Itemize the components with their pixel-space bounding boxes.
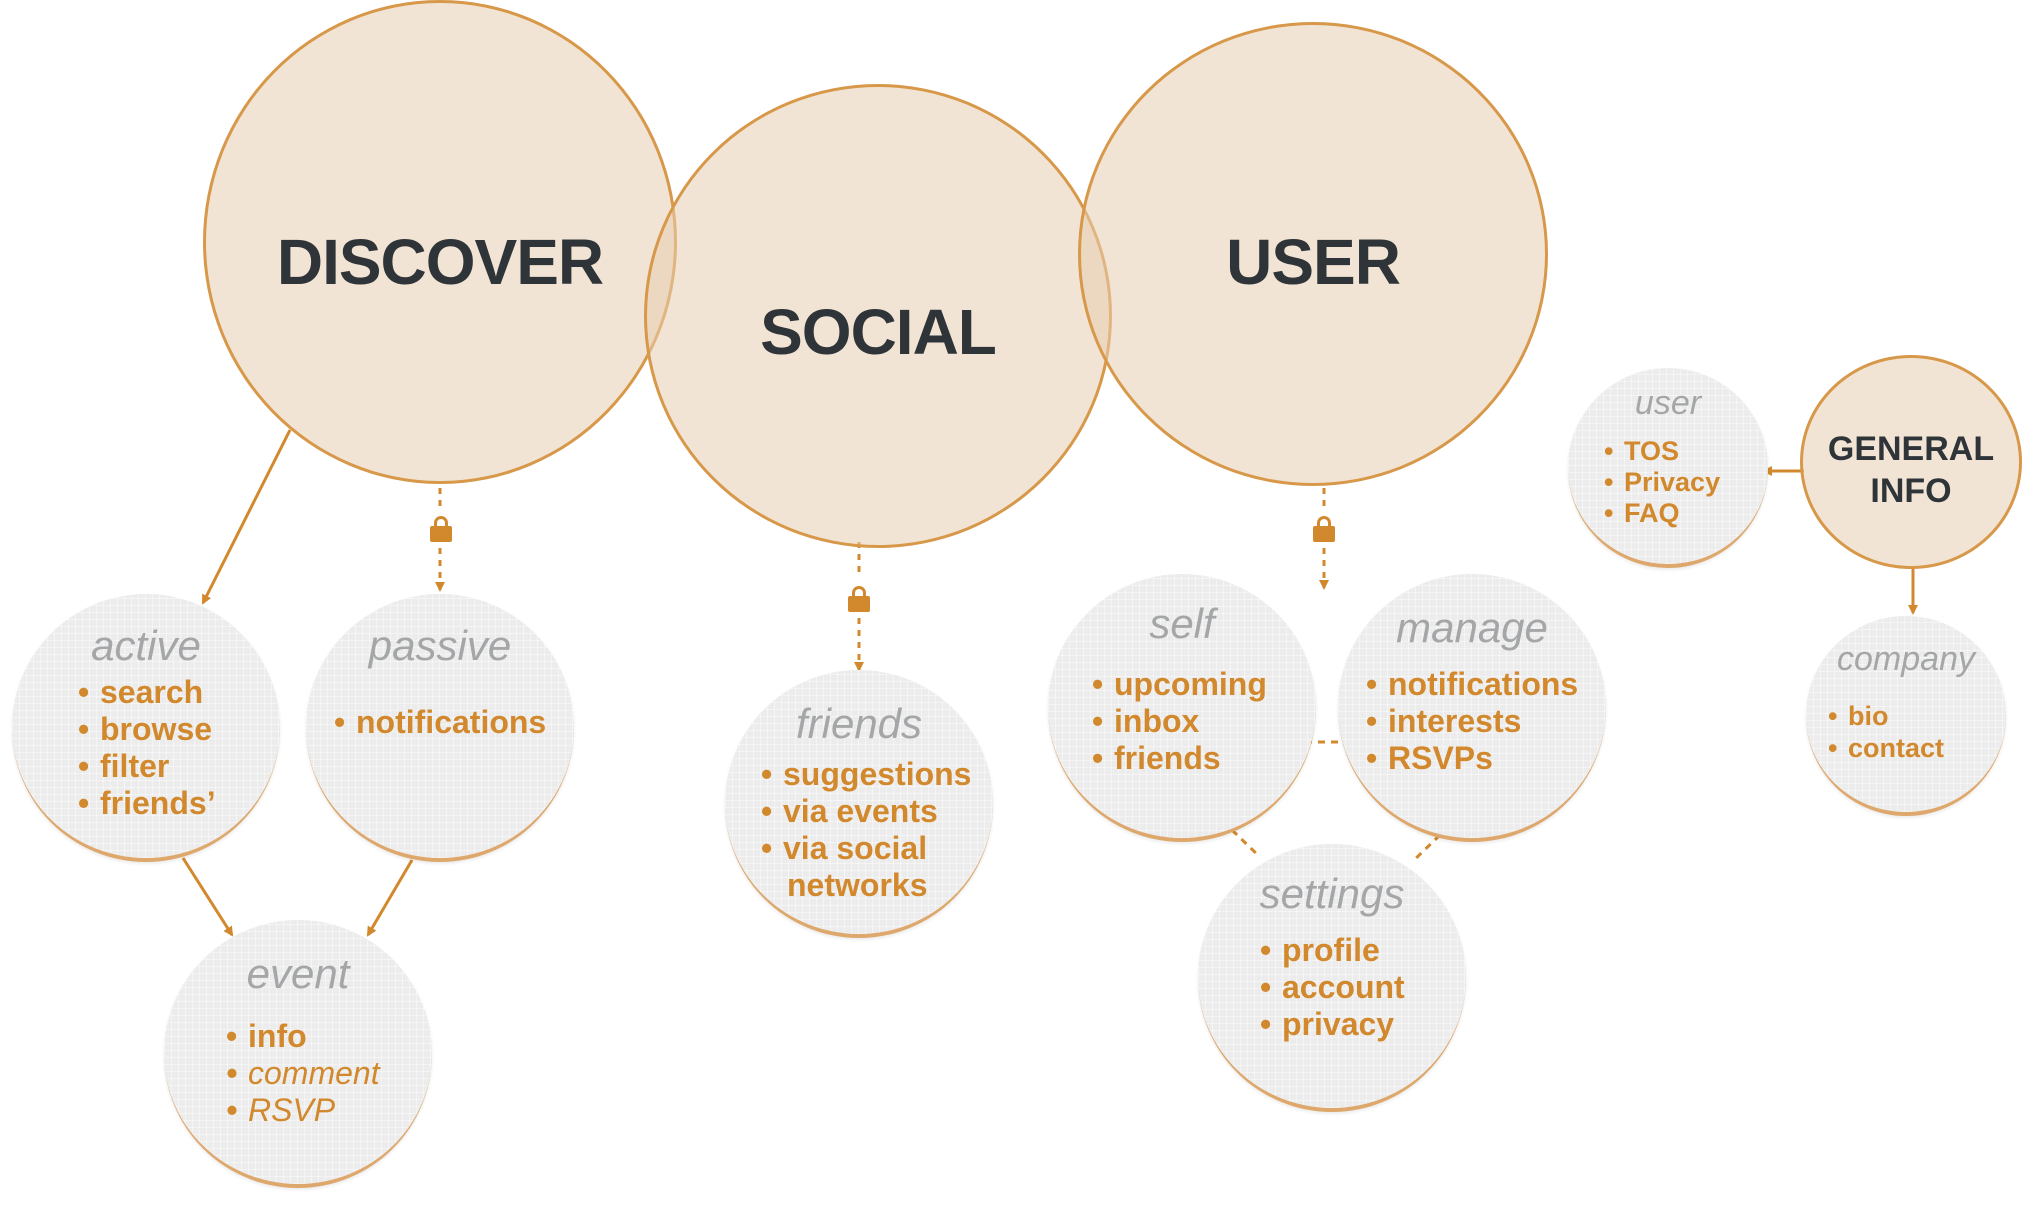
bullet-icon: • — [334, 704, 346, 740]
bullet-icon: • — [1604, 436, 1614, 466]
list-item[interactable]: •Privacy — [1604, 467, 1721, 497]
node-settings[interactable]: settings •profile •account •privacy — [1198, 844, 1466, 1112]
bullet-icon: • — [1092, 703, 1104, 739]
bullet-icon: • — [226, 1055, 238, 1091]
hub-user[interactable]: USER — [1078, 22, 1548, 486]
hub-title: SOCIAL — [760, 296, 997, 368]
bullet-icon: • — [1366, 666, 1378, 702]
list-item[interactable]: •RSVP — [226, 1092, 336, 1128]
hub-discover[interactable]: DISCOVER — [203, 0, 677, 484]
node-passive[interactable]: passive •notifications — [306, 594, 574, 862]
list-item[interactable]: •notifications — [1366, 666, 1579, 702]
node-friends[interactable]: friends •suggestions •via events •via so… — [725, 670, 993, 938]
node-title: settings — [1259, 870, 1405, 917]
list-item[interactable]: •filter — [78, 748, 170, 784]
bullet-icon: • — [1604, 467, 1614, 497]
list-item[interactable]: •privacy — [1260, 1006, 1395, 1042]
lock-icon — [1313, 516, 1335, 542]
node-user-info[interactable]: user •TOS •Privacy •FAQ — [1568, 368, 1768, 568]
bullet-icon: • — [226, 1092, 238, 1128]
node-self[interactable]: self •upcoming •inbox •friends — [1048, 574, 1316, 842]
list-item[interactable]: •TOS — [1604, 436, 1680, 466]
bullet-icon: • — [78, 674, 90, 710]
node-item-list: •suggestions •via events •via social net… — [761, 756, 972, 904]
bullet-icon: • — [78, 785, 90, 821]
node-title: active — [91, 622, 201, 669]
list-item: networks — [787, 867, 928, 903]
node-item-list: •upcoming •inbox •friends — [1092, 666, 1267, 777]
bullet-icon: • — [1366, 740, 1378, 776]
node-item-list: •search •browse •filter •friends’ — [78, 674, 216, 822]
hub-title-line-2: INFO — [1870, 472, 1952, 510]
arrow-passive-event — [366, 859, 414, 937]
list-item[interactable]: •via social — [761, 830, 928, 866]
node-title: manage — [1396, 604, 1548, 651]
list-item[interactable]: •suggestions — [761, 756, 972, 792]
list-item[interactable]: •friends — [1092, 740, 1221, 776]
list-item[interactable]: •via events — [761, 793, 938, 829]
list-item[interactable]: •contact — [1828, 733, 1945, 763]
list-item[interactable]: •info — [226, 1018, 307, 1054]
lock-icon — [848, 586, 870, 612]
node-item-list: •notifications — [334, 704, 547, 741]
list-item[interactable]: •friends’ — [78, 785, 216, 821]
node-title: self — [1149, 600, 1215, 647]
list-item[interactable]: •FAQ — [1604, 498, 1680, 528]
bullet-icon: • — [226, 1018, 238, 1054]
hub-title: DISCOVER — [276, 226, 604, 298]
bullet-icon: • — [761, 793, 773, 829]
bullet-icon: • — [1828, 701, 1838, 731]
bullet-icon: • — [1828, 733, 1838, 763]
list-item[interactable]: •inbox — [1092, 703, 1200, 739]
node-title: company — [1837, 640, 1975, 678]
node-item-list: •profile •account •privacy — [1260, 932, 1405, 1043]
list-item[interactable]: •interests — [1366, 703, 1522, 739]
node-item-list: •bio •contact — [1828, 700, 1945, 764]
hub-title: USER — [1226, 226, 1401, 298]
list-item[interactable]: •account — [1260, 969, 1405, 1005]
list-item[interactable]: •bio — [1828, 701, 1889, 731]
link-self-settings — [1230, 828, 1262, 859]
list-item[interactable]: •search — [78, 674, 204, 710]
node-manage[interactable]: manage •notifications •interests •RSVPs — [1338, 574, 1606, 842]
node-item-list: •TOS •Privacy •FAQ — [1604, 436, 1721, 529]
node-title: user — [1634, 384, 1702, 422]
link-manage-settings — [1410, 833, 1442, 864]
bullet-icon: • — [78, 711, 90, 747]
node-event[interactable]: event •info •comment •RSVP — [164, 920, 432, 1188]
bullet-icon: • — [1366, 703, 1378, 739]
bullet-icon: • — [1092, 666, 1104, 702]
node-title: friends — [795, 700, 923, 747]
node-title: passive — [368, 622, 512, 669]
list-item[interactable]: •RSVPs — [1366, 740, 1493, 776]
node-active[interactable]: active •search •browse •filter •friends’ — [12, 594, 280, 862]
bullet-icon: • — [1092, 740, 1104, 776]
bullet-icon: • — [761, 830, 773, 866]
arrow-discover-active — [201, 429, 292, 605]
node-item-list: •notifications •interests •RSVPs — [1366, 666, 1579, 777]
list-item[interactable]: •profile — [1260, 932, 1380, 968]
bullet-icon: • — [1604, 498, 1614, 528]
list-item[interactable]: •comment — [226, 1055, 380, 1091]
hub-title-line-1: GENERAL — [1827, 430, 1995, 468]
arrow-active-event — [181, 857, 234, 937]
hub-general-info[interactable]: GENERAL INFO — [1800, 355, 2022, 569]
bullet-icon: • — [761, 756, 773, 792]
list-item[interactable]: •notifications — [334, 704, 547, 740]
lock-icon — [430, 516, 452, 542]
node-item-list: •info •comment •RSVP — [226, 1018, 380, 1129]
bullet-icon: • — [78, 748, 90, 784]
hub-social[interactable]: SOCIAL — [644, 84, 1112, 548]
bullet-icon: • — [1260, 932, 1272, 968]
list-item[interactable]: •upcoming — [1092, 666, 1267, 702]
list-item[interactable]: •browse — [78, 711, 213, 747]
node-company[interactable]: company •bio •contact — [1806, 616, 2006, 816]
bullet-icon: • — [1260, 969, 1272, 1005]
bullet-icon: • — [1260, 1006, 1272, 1042]
node-title: event — [246, 950, 350, 997]
